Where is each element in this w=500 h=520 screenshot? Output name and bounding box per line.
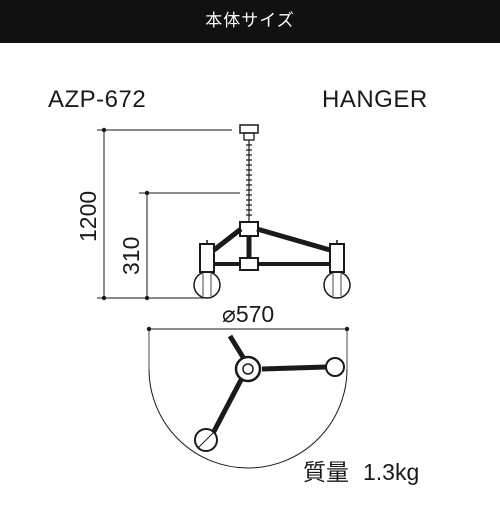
weight-value: 1.3kg [363,459,420,485]
dim-label-1200: 1200 [75,191,101,242]
dim-label-570: ⌀570 [222,301,274,327]
hub-top [239,221,259,237]
plan-view [146,326,350,469]
dim-label-310: 310 [118,237,144,275]
outer-diameter-arc [148,368,348,469]
plan-arm-lower [208,376,245,439]
elevation-view [97,124,351,301]
arm-right [256,226,331,253]
hub-bottom [239,257,259,271]
product-type: HANGER [322,86,428,113]
hanging-chain [246,140,252,222]
dim-dot [101,127,107,133]
bulb-right [323,271,351,299]
page-title: 本体サイズ [205,11,295,31]
model-number: AZP-672 [48,86,147,113]
dim-dot [144,190,150,196]
plan-hub [234,355,262,383]
dim-dot [144,295,150,301]
arm-left [212,227,243,252]
dim-dot [101,295,107,301]
plan-arm-right [261,364,327,372]
weight-spec: 質量 1.3kg [303,453,419,487]
ceiling-canopy [239,124,259,134]
bulb-left [193,271,221,299]
socket-right [329,243,345,273]
header-bar [0,0,500,43]
socket-left [199,243,215,273]
weight-label: 質量 [303,460,349,486]
canopy-neck [243,132,255,141]
plan-bulb-right [325,357,345,377]
